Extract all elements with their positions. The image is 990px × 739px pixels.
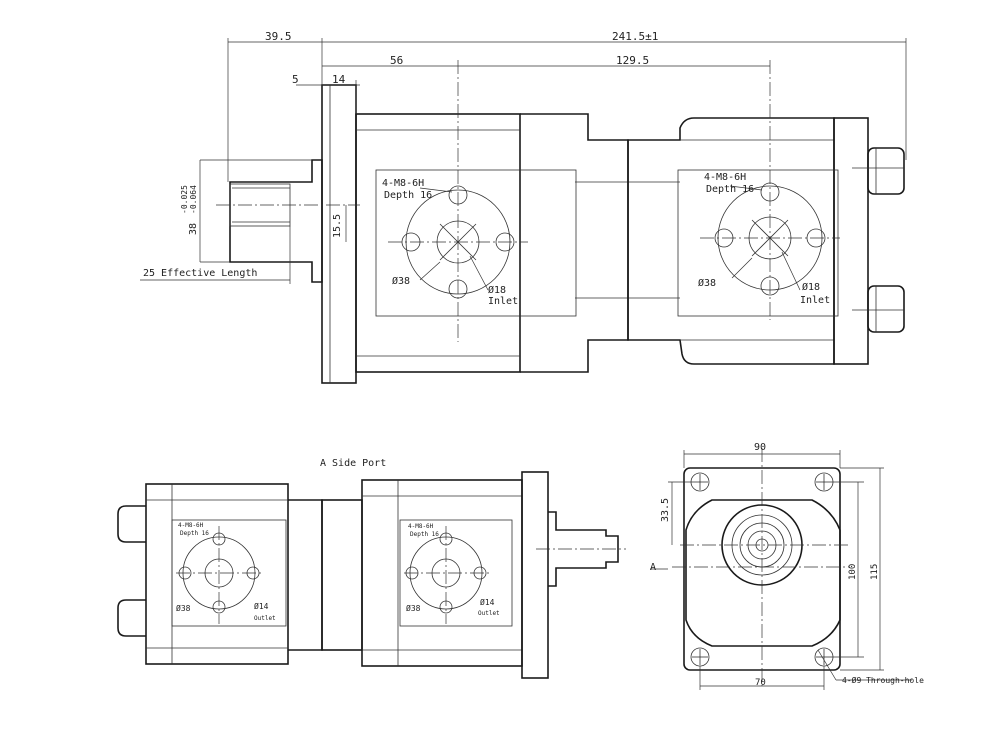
side-left-bore: Ø14 [254, 601, 269, 611]
side-right-depth: Depth 16 [410, 531, 439, 538]
front-port-thread: 4-M8-6H [382, 178, 424, 189]
rear-port-face [677, 169, 839, 317]
rear-port-pcd: Ø38 [698, 277, 716, 289]
side-rear-body [145, 483, 289, 665]
end-dim-100: 100 [848, 564, 858, 580]
front-port-name: Inlet [488, 296, 518, 307]
end-dim-33-5: 33.5 [660, 498, 671, 522]
dim-56: 56 [390, 54, 403, 67]
dim-14: 14 [332, 73, 346, 86]
front-port-face [375, 169, 577, 317]
side-left-pcd: Ø38 [176, 603, 191, 613]
side-right-bore: Ø14 [480, 597, 495, 607]
rear-pump-body [627, 117, 835, 365]
side-view-title: A Side Port [320, 458, 386, 469]
side-front-body [361, 479, 523, 667]
through-hole-label: 4-Ø9 Through-hole [842, 675, 924, 685]
rear-port-name: Inlet [800, 295, 830, 306]
side-mounting-flange [521, 471, 549, 679]
dim-129-5: 129.5 [616, 54, 649, 67]
rear-port-bore: Ø18 [802, 281, 820, 293]
rear-port-thread: 4-M8-6H [704, 172, 746, 183]
front-pump-body [355, 113, 521, 373]
front-port-bore: Ø18 [488, 284, 506, 296]
rear-port-depth: Depth 16 [706, 184, 754, 195]
end-dim-115: 115 [870, 564, 880, 580]
side-right-pcd: Ø38 [406, 603, 421, 613]
end-view [650, 448, 912, 690]
view-marker-a: A [650, 562, 656, 573]
dim-5: 5 [292, 73, 299, 86]
top-view [140, 38, 907, 384]
side-shaft [548, 511, 619, 587]
drive-shaft [229, 159, 323, 283]
dim-39-5: 39.5 [265, 30, 292, 43]
side-left-depth: Depth 16 [180, 530, 209, 537]
side-fitting-upper [117, 505, 146, 543]
side-fitting-lower [117, 599, 146, 637]
dim-tolerance-upper: -0.025 [180, 185, 189, 214]
rear-fitting-upper [867, 147, 905, 195]
dim-15-5: 15.5 [332, 214, 343, 238]
front-port-depth: Depth 16 [384, 190, 432, 201]
dim-shaft-diameter: 38 [188, 223, 199, 235]
side-left-name: Outlet [254, 615, 276, 622]
side-right-thread: 4-M8-6H [408, 523, 434, 530]
rear-fitting-lower [867, 285, 905, 333]
effective-length-label: 25 Effective Length [143, 268, 257, 279]
dim-tolerance-lower: -0.064 [189, 185, 198, 214]
end-dim-70: 70 [755, 678, 766, 688]
side-right-name: Outlet [478, 610, 500, 617]
side-left-thread: 4-M8-6H [178, 522, 204, 529]
side-view [117, 471, 626, 679]
dim-overall-length: 241.5±1 [612, 30, 658, 43]
end-dim-90: 90 [754, 442, 766, 453]
end-cover [833, 117, 869, 365]
front-port-pcd: Ø38 [392, 275, 410, 287]
